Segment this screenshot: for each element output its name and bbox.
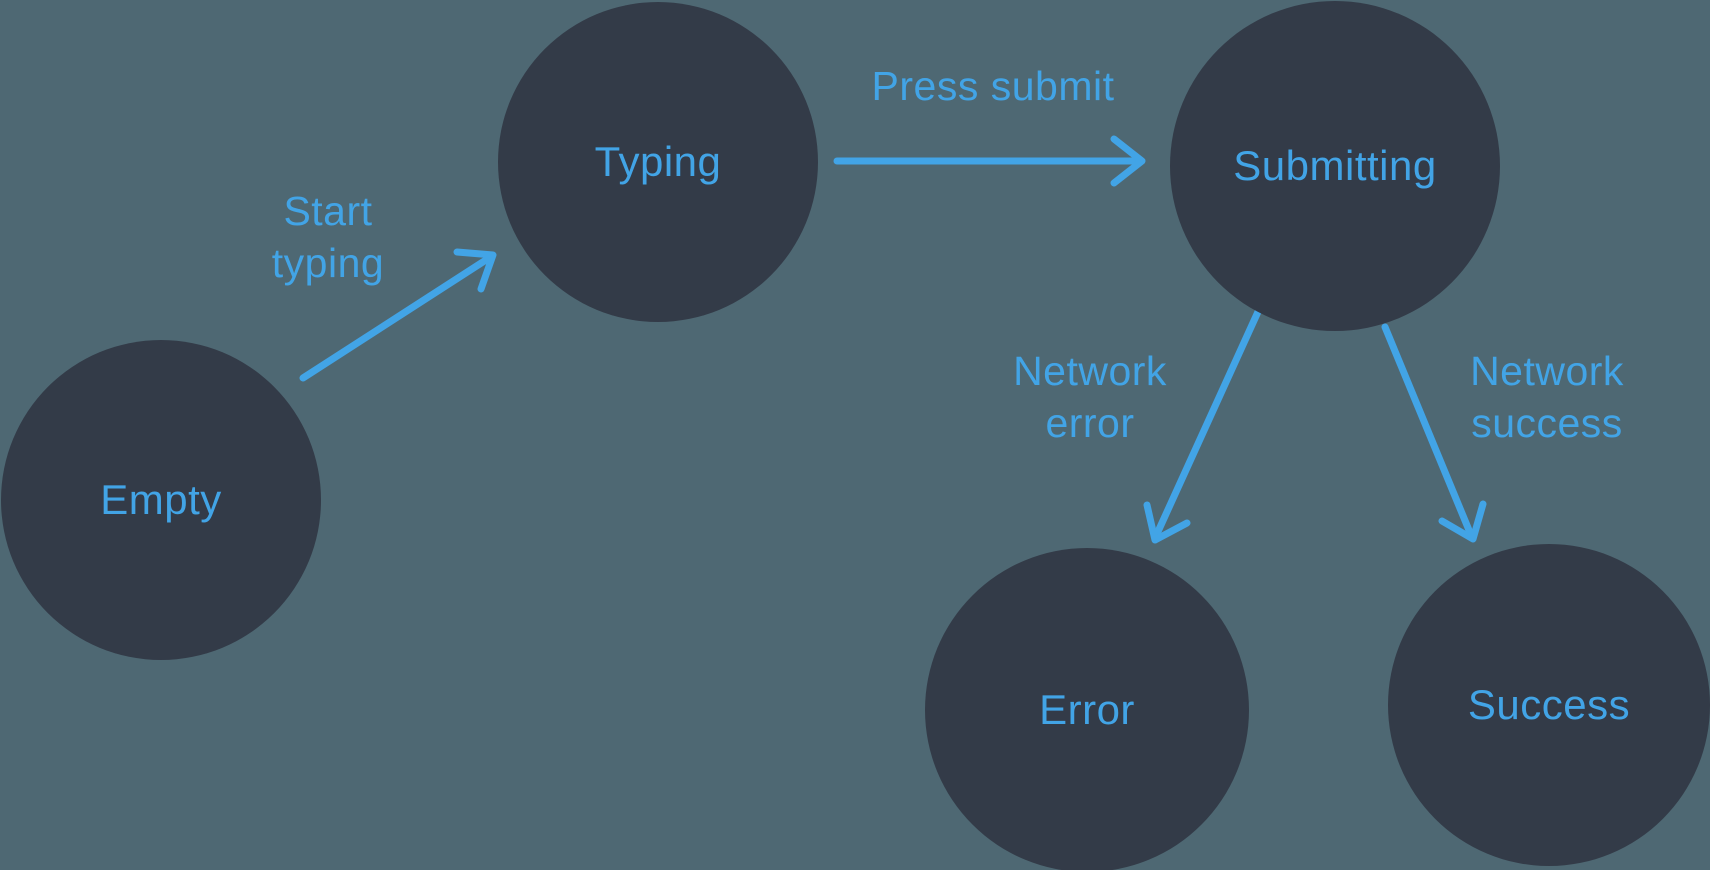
transition-label-network-error: Network error [1013, 348, 1167, 446]
state-node-empty: Empty [1, 340, 321, 660]
state-node-submitting: Submitting [1170, 1, 1500, 331]
transition-label-network-success: Network success [1470, 348, 1624, 446]
state-label-submitting: Submitting [1233, 142, 1437, 189]
transition-arrow-typing-to-submitting [833, 135, 1146, 187]
transition-arrow-empty-to-typing [299, 248, 497, 382]
state-label-error: Error [1039, 686, 1135, 733]
state-node-error: Error [925, 548, 1249, 870]
transition-label-press-submit: Press submit [871, 63, 1115, 109]
state-node-success: Success [1388, 544, 1710, 866]
transition-arrow-submitting-to-success [1381, 323, 1487, 543]
transition-label-start-typing: Start typing [271, 188, 385, 286]
state-node-typing: Typing [498, 2, 818, 322]
transition-arrow-submitting-to-error [1143, 299, 1266, 544]
state-label-success: Success [1467, 681, 1631, 728]
state-label-empty: Empty [100, 476, 222, 523]
state-label-typing: Typing [594, 138, 722, 185]
